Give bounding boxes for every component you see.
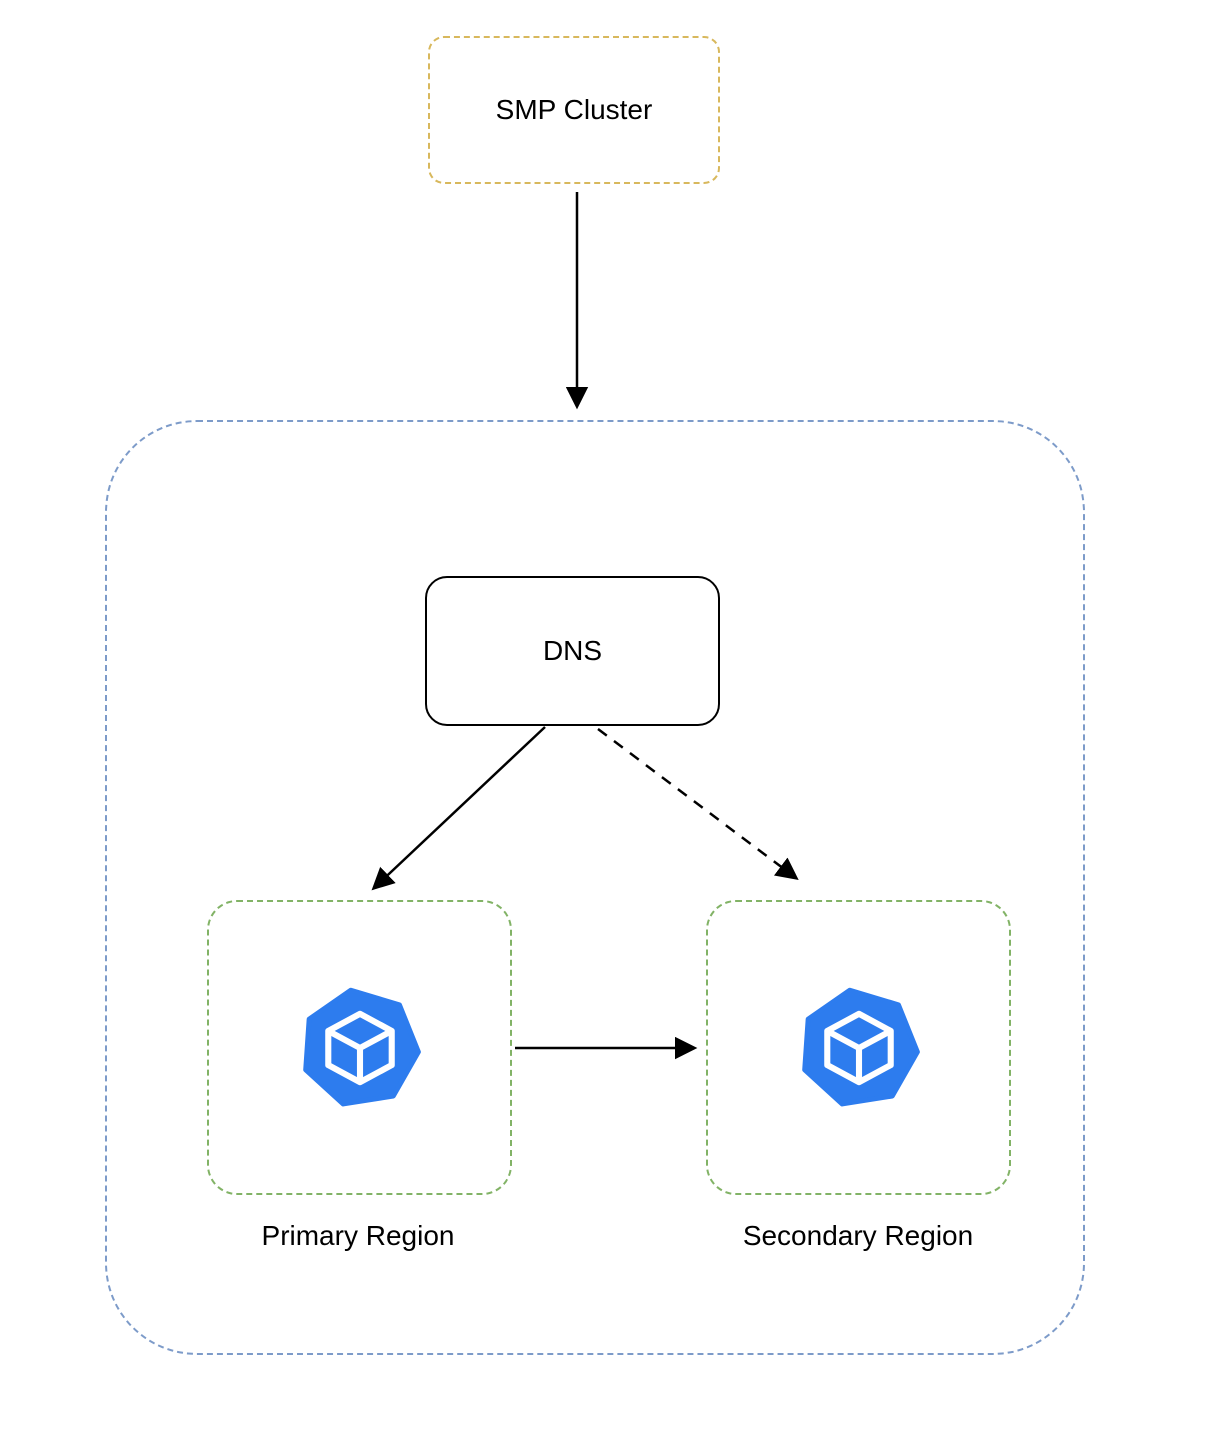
node-smp-cluster: SMP Cluster bbox=[428, 36, 720, 184]
node-primary-region bbox=[207, 900, 512, 1195]
cluster-icon bbox=[302, 987, 421, 1106]
outer-boundary-container bbox=[105, 420, 1085, 1355]
smp-cluster-label: SMP Cluster bbox=[495, 94, 653, 125]
node-dns: DNS bbox=[425, 576, 720, 726]
node-secondary-region bbox=[706, 900, 1011, 1195]
cluster-icon bbox=[801, 987, 920, 1106]
primary-region-label: Primary Region bbox=[261, 1220, 455, 1251]
secondary-region-label: Secondary Region bbox=[742, 1220, 974, 1251]
dns-label: DNS bbox=[542, 635, 603, 666]
